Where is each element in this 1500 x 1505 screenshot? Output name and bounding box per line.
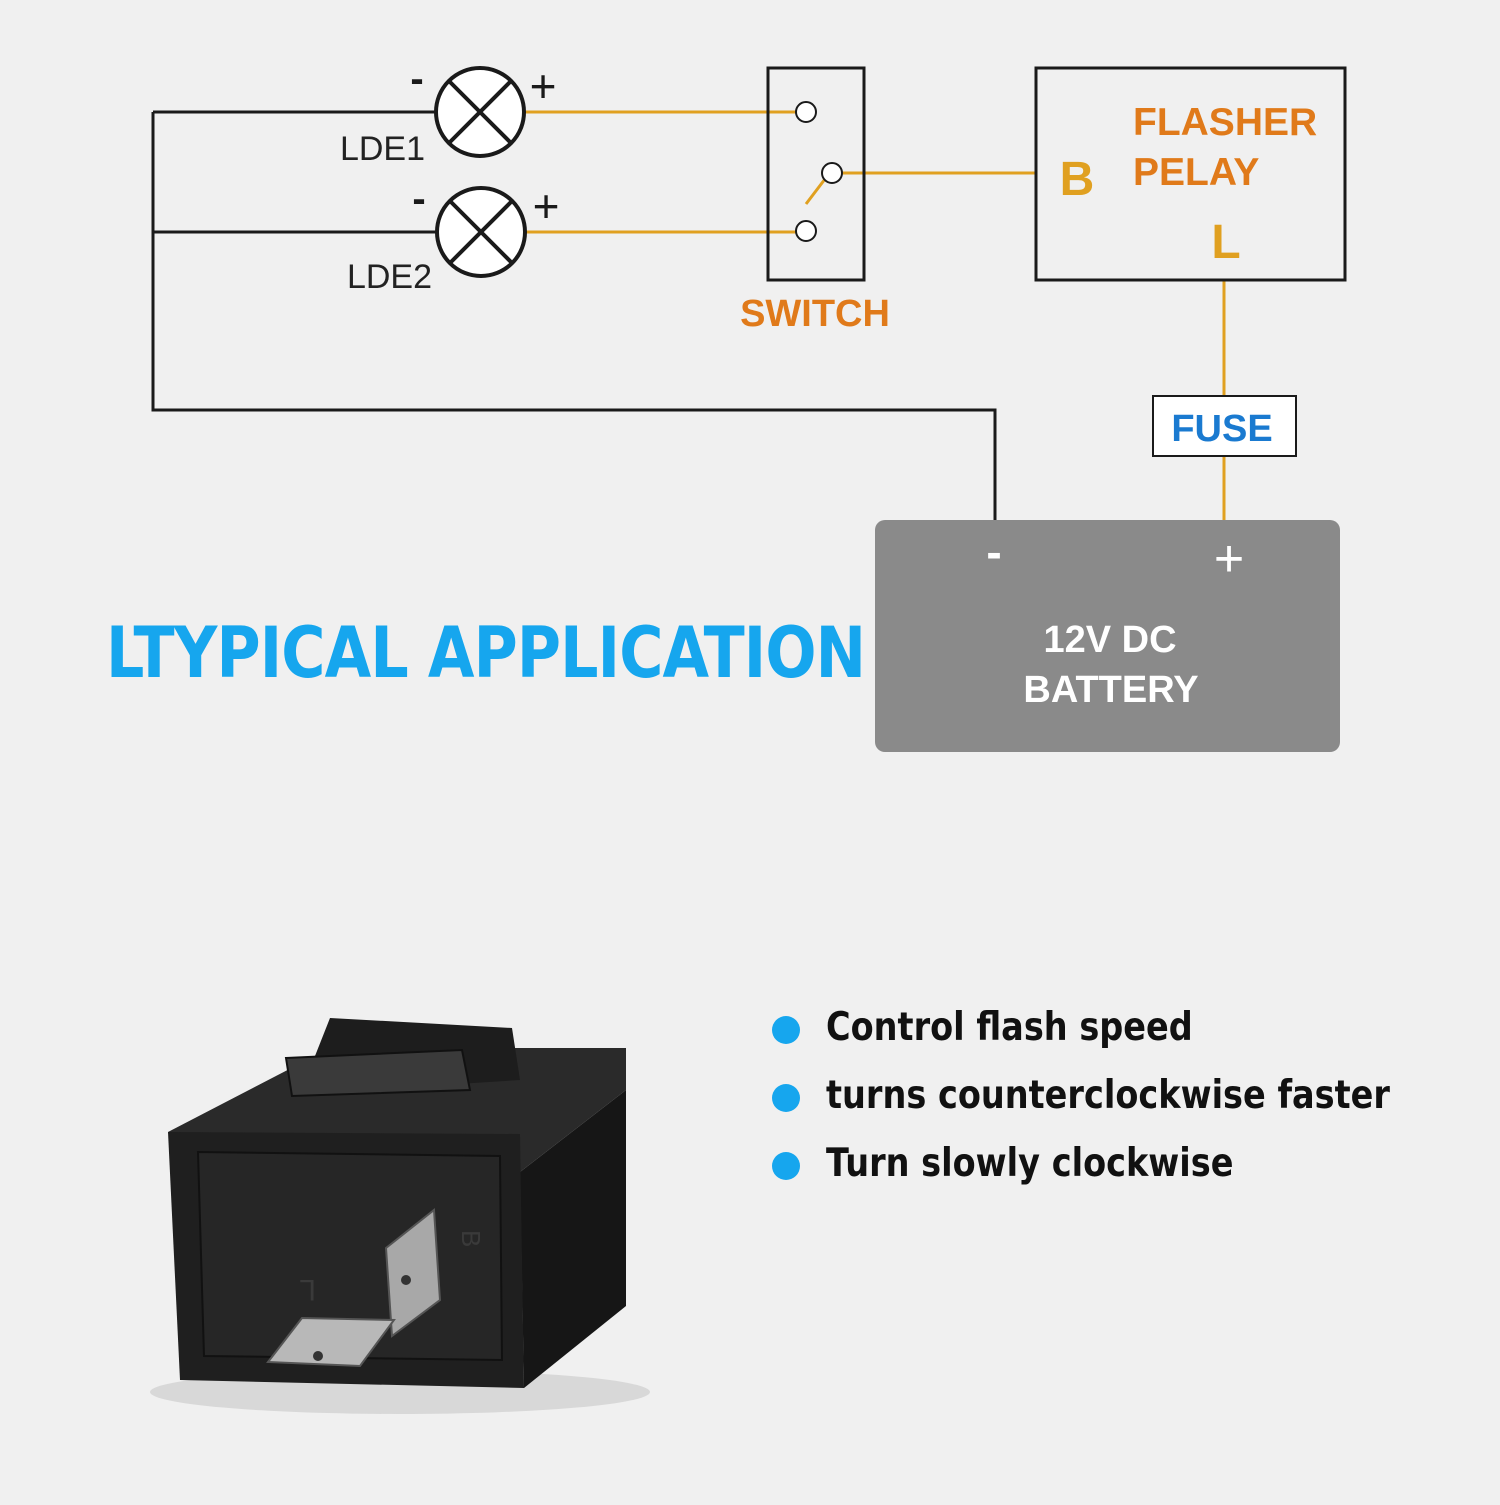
switch-terminal-2 [795,220,817,242]
battery-body [875,520,1340,752]
battery-label-line2: BATTERY [1023,669,1198,711]
relay-title-line2: PELAY [1133,151,1259,194]
lamp-2-icon [435,186,527,278]
bullet-dot-icon [772,1016,800,1044]
feature-text: Turn slowly clockwise [826,1141,1234,1186]
feature-item: Control flash speed [772,1000,1482,1068]
switch-label: SWITCH [740,293,890,335]
switch-terminal-1 [795,101,817,123]
battery-label-line1: 12V DC [1043,619,1176,661]
bullet-dot-icon [772,1084,800,1112]
wire-switch-arm [804,178,827,205]
page-title: LTYPICAL APPLICATION [106,612,866,694]
bullet-dot-icon [772,1152,800,1180]
lamp-1-icon [434,66,526,158]
fuse-label: FUSE [1171,408,1272,450]
feature-item: turns counterclockwise faster [772,1068,1482,1136]
lamp-1-minus: - [410,57,423,101]
feature-list: Control flash speed turns counterclockwi… [772,1000,1482,1204]
flasher-relay-product: B L [150,1018,650,1414]
wire-ground-main [151,112,997,520]
feature-text: Control flash speed [826,1005,1193,1050]
relay-pin-l-blade [266,1316,396,1368]
switch-terminal-common [821,162,843,184]
relay-marking-l: L [299,1273,316,1306]
feature-text: turns counterclockwise faster [826,1073,1390,1118]
feature-item: Turn slowly clockwise [772,1136,1482,1204]
switch-box [766,66,866,282]
lamp-1-plus: + [530,60,557,112]
lamp-2-plus: + [533,180,560,232]
relay-knob-top [284,1048,472,1098]
lamp-1-label: LDE1 [340,130,425,168]
lamp-2-label: LDE2 [347,258,432,296]
lamp-2-minus: - [412,177,425,221]
relay-body-side [520,1090,626,1388]
relay-pin-b: B [1060,153,1095,206]
flasher-relay-box [1034,66,1347,282]
relay-pin-b-blade [384,1208,442,1338]
battery-plus: + [1214,530,1244,588]
relay-title-line1: FLASHER [1133,101,1317,144]
relay-marking-b: B [456,1230,486,1247]
fuse-box [1152,395,1297,457]
battery-minus: - [986,526,1001,578]
relay-pin-l: L [1211,216,1240,269]
